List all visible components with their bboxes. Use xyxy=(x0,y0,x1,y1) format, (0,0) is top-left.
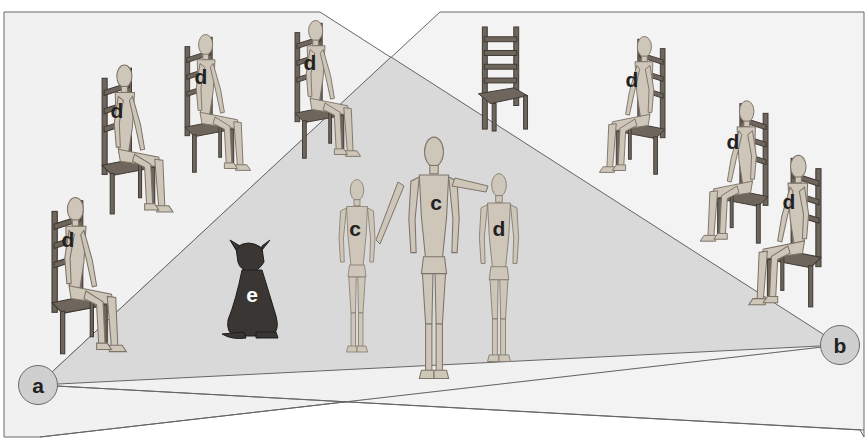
empty-chair xyxy=(478,27,527,131)
mirrored-group xyxy=(599,36,665,174)
mirrored-group xyxy=(749,155,821,307)
seated-figure xyxy=(700,101,768,243)
figure-letter: d xyxy=(727,131,740,152)
view-cone-a xyxy=(38,12,864,437)
standing-figure xyxy=(339,180,375,353)
figure-letter: d xyxy=(783,191,796,212)
seated-figure xyxy=(599,36,665,174)
viewpoint-letter: b xyxy=(834,335,847,356)
arm-over-shoulder xyxy=(452,178,488,192)
figure-letter: d xyxy=(62,229,75,250)
seated-figure xyxy=(749,155,821,307)
dog xyxy=(222,240,278,339)
figure-letter: d xyxy=(111,100,124,121)
seated-figure xyxy=(102,65,173,214)
figure-letter: d xyxy=(304,52,317,73)
viewpoint-letter: a xyxy=(32,375,44,396)
figure-letter: d xyxy=(493,218,506,239)
figure-letter: d xyxy=(195,66,208,87)
figure-letter: c xyxy=(430,192,442,213)
figure-letter: d xyxy=(626,69,639,90)
arm-over-shoulder xyxy=(376,182,404,244)
viewpoint-circle: a xyxy=(18,365,58,405)
figure-letter: e xyxy=(246,284,258,305)
viewpoint-circle: b xyxy=(820,325,860,365)
view-overlap xyxy=(38,57,840,385)
figure-letter: c xyxy=(349,218,361,239)
seated-figure xyxy=(52,198,126,354)
seated-figure xyxy=(295,20,361,158)
mirrored-group xyxy=(700,101,768,243)
seated-figure xyxy=(185,34,251,172)
standing-figure xyxy=(479,174,518,362)
standing-figure xyxy=(409,137,459,379)
